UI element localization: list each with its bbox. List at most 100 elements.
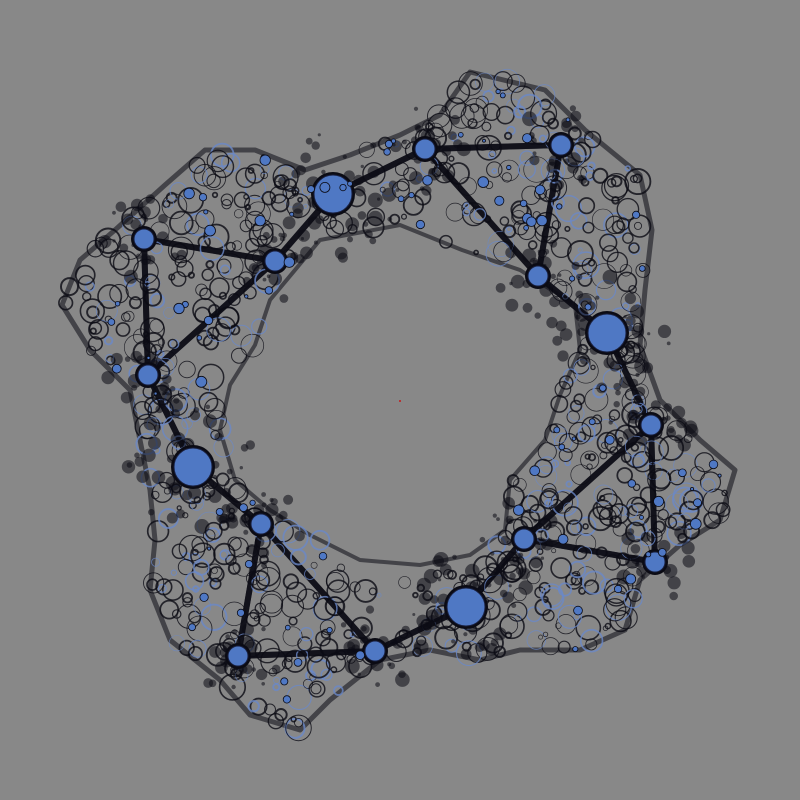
lace-ring bbox=[570, 464, 592, 486]
lace-ring bbox=[544, 499, 553, 508]
center-dot bbox=[399, 400, 401, 402]
lace-ring bbox=[557, 640, 571, 654]
small-blue-disk bbox=[519, 199, 528, 208]
small-blue-disk bbox=[693, 498, 702, 508]
lace-cluster bbox=[522, 111, 537, 127]
lace-ring bbox=[143, 288, 163, 307]
lace-cluster bbox=[112, 239, 116, 243]
lace-cluster bbox=[500, 535, 509, 544]
lace-ring bbox=[97, 283, 123, 310]
lace-cluster bbox=[534, 312, 541, 319]
lace-cluster bbox=[148, 509, 155, 516]
lace-ring bbox=[219, 550, 228, 559]
lace-ring bbox=[264, 703, 276, 716]
lace-ring bbox=[528, 503, 547, 522]
lace-ring bbox=[195, 283, 208, 297]
lace-cluster bbox=[518, 567, 531, 580]
small-blue-disk bbox=[199, 592, 209, 602]
lace-cluster bbox=[120, 391, 133, 404]
small-blue-disk bbox=[558, 443, 566, 451]
lace-cluster bbox=[315, 215, 324, 224]
lace-ring bbox=[333, 685, 344, 696]
lace-ring bbox=[142, 338, 149, 345]
lace-ring bbox=[216, 306, 240, 330]
lace-cluster bbox=[505, 298, 519, 312]
lace-cluster bbox=[360, 164, 364, 169]
lace-ring bbox=[206, 149, 230, 173]
lace-ring bbox=[568, 405, 585, 422]
lace-ring bbox=[632, 173, 643, 184]
lace-ring bbox=[157, 583, 167, 593]
lace-ring bbox=[282, 573, 300, 590]
lace-ring bbox=[162, 579, 184, 601]
lace-cluster bbox=[412, 613, 416, 616]
lace-ring bbox=[647, 471, 657, 481]
lace-ring bbox=[376, 592, 382, 598]
lace-ring bbox=[502, 224, 517, 239]
fractal-rings bbox=[58, 68, 731, 742]
lace-ring bbox=[324, 596, 345, 617]
lace-cluster bbox=[142, 448, 156, 462]
lace-ring bbox=[181, 417, 193, 430]
lace-ring bbox=[158, 338, 166, 346]
lace-ring bbox=[293, 717, 304, 728]
lace-ring bbox=[473, 249, 479, 256]
lace-ring bbox=[506, 73, 526, 93]
lace-cluster bbox=[546, 316, 558, 329]
small-blue-disk bbox=[529, 465, 540, 477]
lace-cluster bbox=[189, 410, 201, 421]
lace-ring bbox=[128, 296, 142, 310]
small-blue-disk bbox=[534, 184, 546, 196]
lace-ring bbox=[190, 166, 208, 184]
lace-cluster bbox=[677, 438, 691, 452]
lace-ring bbox=[584, 453, 591, 460]
lace-cluster bbox=[505, 247, 517, 259]
lace-ring bbox=[307, 646, 324, 663]
lace-ring bbox=[146, 519, 170, 543]
lace-ring bbox=[272, 520, 294, 543]
lace-ring bbox=[194, 306, 211, 324]
lace-ring bbox=[474, 135, 491, 151]
lace-cluster bbox=[369, 237, 377, 245]
lace-cluster bbox=[131, 384, 138, 391]
lace-ring bbox=[336, 649, 347, 661]
lace-ring bbox=[412, 591, 419, 599]
lace-cluster bbox=[448, 131, 457, 141]
lace-ring bbox=[270, 193, 290, 213]
small-blue-disk bbox=[283, 256, 295, 268]
small-blue-disk bbox=[690, 486, 695, 491]
lace-ring bbox=[171, 609, 182, 619]
lace-ring bbox=[157, 508, 179, 529]
lace-ring bbox=[616, 467, 633, 484]
lace-ring bbox=[487, 151, 496, 159]
lace-cluster bbox=[136, 470, 149, 483]
lace-cluster bbox=[522, 302, 533, 313]
lace-ring bbox=[469, 103, 480, 113]
lace-ring bbox=[534, 465, 558, 488]
lace-cluster bbox=[642, 362, 654, 374]
lace-cluster bbox=[543, 514, 558, 529]
small-blue-disk bbox=[553, 426, 561, 434]
lace-ring bbox=[304, 568, 316, 580]
lace-cluster bbox=[608, 420, 613, 425]
outer-lace-band bbox=[59, 69, 738, 733]
lace-ring bbox=[238, 271, 254, 287]
lace-ring bbox=[427, 112, 453, 138]
lace-ring bbox=[358, 141, 375, 158]
lace-cluster bbox=[567, 162, 579, 174]
small-blue-disk bbox=[499, 92, 506, 99]
lace-ring bbox=[498, 159, 520, 182]
lace-ring bbox=[628, 242, 640, 254]
lace-ring bbox=[202, 334, 220, 351]
lace-cluster bbox=[162, 391, 166, 396]
lace-cluster bbox=[533, 519, 538, 523]
lace-ring bbox=[336, 563, 346, 573]
lace-cluster bbox=[123, 269, 138, 284]
small-blue-disk bbox=[207, 546, 212, 551]
lace-cluster bbox=[613, 382, 622, 391]
lace-cluster bbox=[549, 296, 560, 308]
lace-cluster bbox=[493, 627, 507, 641]
lace-cluster bbox=[490, 551, 495, 556]
small-blue-disk bbox=[383, 148, 391, 156]
